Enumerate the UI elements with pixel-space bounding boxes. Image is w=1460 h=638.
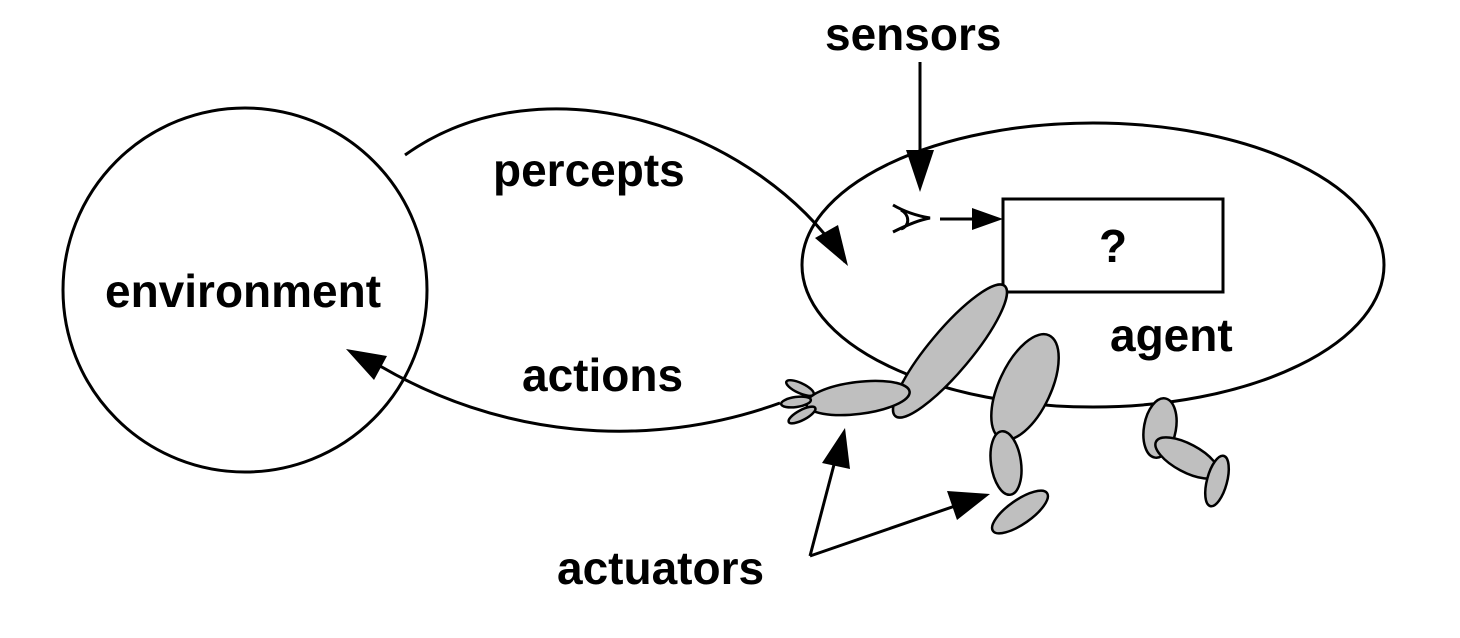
percepts-arrow <box>404 107 847 263</box>
actions-arrowhead <box>346 349 387 380</box>
actuators-label: actuators <box>557 542 764 594</box>
environment-label: environment <box>105 265 381 317</box>
percepts-arrowhead <box>815 225 848 266</box>
actuator-arrow-left <box>808 456 838 557</box>
foot-front <box>990 489 1050 535</box>
leg-front-lower <box>989 429 1023 497</box>
actuator-arrowhead-right <box>947 491 990 520</box>
sensors-label: sensors <box>825 8 1001 60</box>
percepts-label: percepts <box>493 144 685 196</box>
sensors-arrowhead <box>906 150 934 192</box>
actions-arrow <box>369 358 781 433</box>
eye-icon <box>892 203 931 234</box>
hand <box>779 378 817 425</box>
agent-label: agent <box>1110 309 1233 361</box>
foot-back <box>1203 454 1231 508</box>
agent-ellipse <box>800 121 1386 409</box>
leg-front-upper <box>990 332 1060 442</box>
actuator-arrow-right <box>809 504 956 558</box>
arm-upper <box>891 283 1009 419</box>
actions-label: actions <box>522 349 683 401</box>
eye-to-box-arrowhead <box>972 208 1003 230</box>
unknown-box <box>1001 197 1225 294</box>
actuator-arrowhead-left <box>822 428 850 469</box>
environment-circle <box>61 106 429 474</box>
unknown-label: ? <box>1099 220 1127 272</box>
